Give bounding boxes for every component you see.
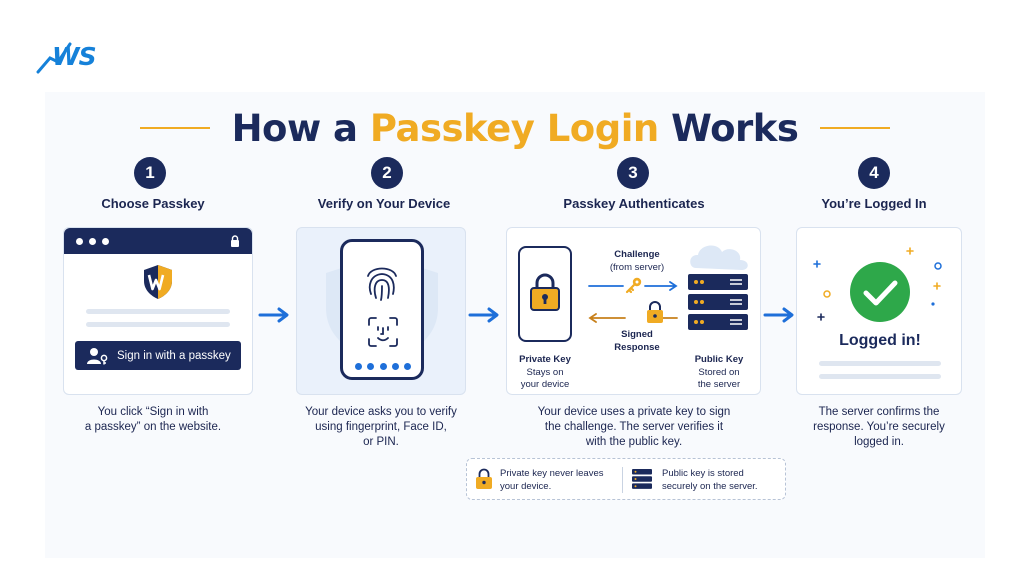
signed-arrow-icon xyxy=(588,313,678,323)
lock-icon xyxy=(231,235,239,247)
arrow-right-icon xyxy=(258,307,289,323)
page-title: How a Passkey Login Works xyxy=(231,106,799,150)
card-passkey-authenticates: Private Key Stays on your device Challen… xyxy=(506,227,761,395)
step-4-title: You’re Logged In xyxy=(821,196,927,211)
logged-in-status: Logged in! xyxy=(839,332,921,349)
private-key-title: Private Key xyxy=(519,354,571,365)
note-server-icon xyxy=(632,469,652,489)
window-dot xyxy=(102,238,109,245)
note-public-line-1: Public key is stored xyxy=(662,468,744,479)
browser-bar xyxy=(64,228,252,254)
shield-w-icon xyxy=(144,265,172,299)
pin-dots xyxy=(355,363,411,370)
server-icon xyxy=(688,245,748,330)
logo-text: WS xyxy=(52,42,97,71)
note-private-line-1: Private key never leaves xyxy=(500,468,604,479)
step-1-number: 1 xyxy=(134,157,166,189)
placeholder-line xyxy=(819,361,941,366)
ws-logo-icon xyxy=(36,42,72,74)
padlock-icon xyxy=(530,273,560,311)
private-key-sub-1: Stays on xyxy=(526,367,564,378)
note-private-line-2: your device. xyxy=(500,481,552,492)
sign-in-passkey-label: Sign in with a passkey xyxy=(117,349,231,362)
note-divider xyxy=(622,467,623,493)
public-key-sub-2: the server xyxy=(697,379,741,390)
step-3-number: 3 xyxy=(617,157,649,189)
step-1-title: Choose Passkey xyxy=(101,196,205,211)
challenge-arrow-icon xyxy=(588,281,678,291)
title-bar: How a Passkey Login Works xyxy=(45,100,985,156)
placeholder-line xyxy=(86,322,230,327)
window-dot xyxy=(89,238,96,245)
fingerprint-icon xyxy=(367,267,397,301)
placeholder-line xyxy=(86,309,230,314)
arrow-right-icon xyxy=(763,307,794,323)
signed-label-2: Response xyxy=(614,342,660,353)
phone-outline xyxy=(340,239,424,380)
face-id-icon xyxy=(368,317,398,347)
signed-label-1: Signed xyxy=(621,329,653,340)
card-choose-passkey: Sign in with a passkey xyxy=(63,227,253,395)
small-padlock-icon xyxy=(647,301,663,323)
challenge-label-2: (from server) xyxy=(609,262,665,273)
user-key-icon xyxy=(87,347,108,364)
public-key-sub-1: Stored on xyxy=(698,367,740,378)
window-dot xyxy=(76,238,83,245)
step-4-number: 4 xyxy=(858,157,890,189)
challenge-label-1: Challenge xyxy=(614,249,660,260)
security-note-box: Private key never leaves your device. Pu… xyxy=(466,458,786,500)
title-rule-right xyxy=(820,127,891,129)
step-2-title: Verify on Your Device xyxy=(317,196,451,211)
step-3-title: Passkey Authenticates xyxy=(563,196,705,211)
device-outline xyxy=(518,246,572,342)
card-verify-device xyxy=(296,227,466,395)
private-key-sub-2: your device xyxy=(520,379,570,390)
note-public-line-2: securely on the server. xyxy=(662,481,758,492)
public-key-title: Public Key xyxy=(694,354,744,365)
arrow-right-icon xyxy=(468,307,499,323)
step-2-number: 2 xyxy=(371,157,403,189)
card-logged-in: Logged in! xyxy=(796,227,962,395)
sparkle-decorations xyxy=(813,247,942,321)
title-rule-left xyxy=(139,127,210,129)
checkmark-icon xyxy=(850,262,910,322)
note-padlock-icon xyxy=(476,468,492,489)
key-icon xyxy=(625,277,642,294)
placeholder-line xyxy=(819,374,941,379)
sign-in-passkey-button[interactable]: Sign in with a passkey xyxy=(75,341,241,370)
